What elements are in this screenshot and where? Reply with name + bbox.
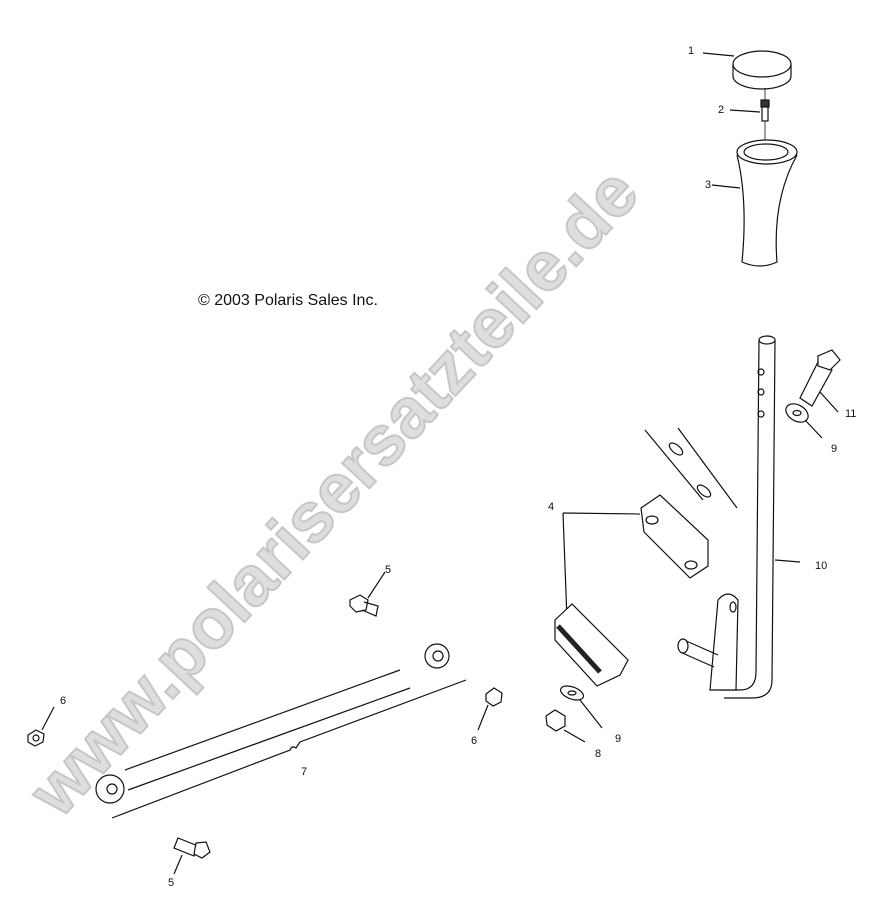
bolt-lower-part [173,837,211,875]
bracket-lower-part [554,603,629,687]
shift-lever-part [677,335,801,699]
bolt-upper-part [349,571,386,617]
bracket-upper-part [562,494,709,621]
callout-8: 8 [595,748,602,760]
copyright-text: © 2003 Polaris Sales Inc. [198,292,378,309]
washer-lower-part [559,685,603,729]
callout-10: 10 [815,560,828,572]
shift-knob-part [711,139,798,267]
washer-upper-part [785,403,823,439]
callout-9-lower: 9 [615,733,622,745]
lever-plate-outline [644,427,738,509]
linkage-rod-part [95,643,467,819]
flange-bolt-part [799,349,841,413]
callout-1: 1 [688,45,695,57]
callout-2: 2 [718,104,725,116]
knob-cap-part [702,50,792,90]
callout-5-lower: 5 [168,877,175,889]
callout-4: 4 [548,501,555,513]
callout-5-upper: 5 [385,564,392,576]
callout-11: 11 [845,408,857,420]
callout-6-center: 6 [471,735,478,747]
callout-3: 3 [705,179,712,191]
callout-6-left: 6 [60,695,67,707]
callout-7: 7 [301,766,308,778]
nut-center-part [477,687,503,731]
callout-9-upper: 9 [831,443,838,455]
lock-nut-part [545,709,586,743]
nut-left-part [27,706,55,747]
